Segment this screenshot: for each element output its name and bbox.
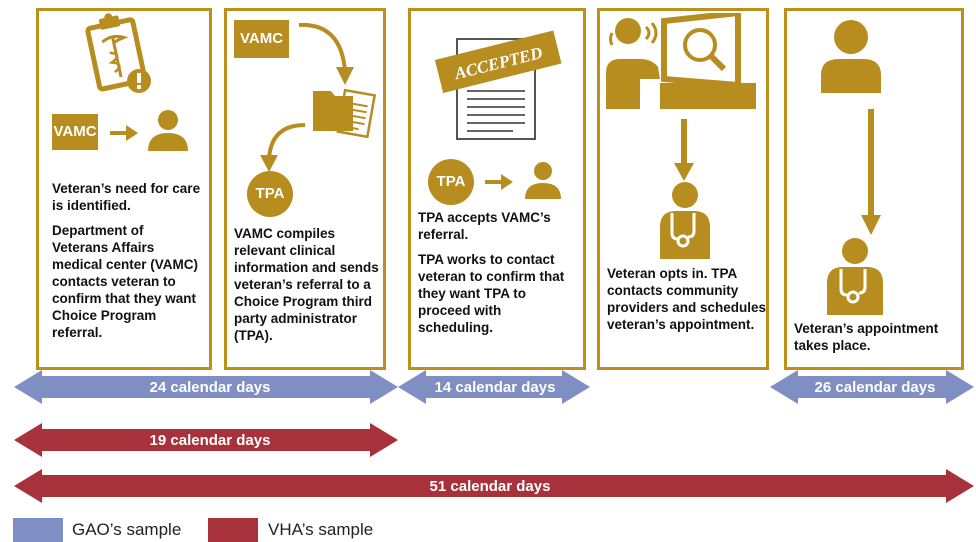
step-3-line-1: TPA accepts VAMC’s referral. [418, 210, 551, 242]
step-1-line-2: Department of Veterans Affairs medical c… [52, 223, 199, 340]
step-4-box: Veteran opts in. TPA contacts community … [597, 8, 769, 370]
gao-24-arrow [14, 370, 398, 404]
person-icon [525, 162, 561, 199]
step-5-box: Veteran’s appointment takes place. [784, 8, 964, 370]
gao-14-arrow [398, 370, 590, 404]
step-5-line-1: Veteran’s appointment takes place. [794, 321, 939, 353]
arrow-down-icon [674, 119, 694, 181]
computer-user-icon [606, 13, 756, 109]
legend-vha-label: VHA’s sample [268, 520, 374, 539]
legend-gao-label: GAO’s sample [72, 520, 182, 539]
step-2-box: VAMC TPA VAMC compiles relevant clinical… [224, 8, 386, 370]
gao-24-label: 24 calendar days [149, 379, 271, 396]
doctor-icon [827, 238, 883, 315]
vamc-label: VAMC [234, 20, 289, 58]
vha-51-arrow [14, 469, 974, 503]
curved-arrow-down-left-icon [260, 123, 306, 172]
tpa-badge: TPA [428, 159, 474, 205]
accepted-document-icon: ACCEPTED [434, 30, 562, 140]
vha-19-arrow [14, 423, 398, 457]
tpa-badge: TPA [247, 171, 293, 217]
step-1-line-1: Veteran’s need for care is identified. [52, 181, 201, 213]
vha-19-label: 19 calendar days [149, 432, 271, 449]
arrow-right-icon [485, 174, 513, 190]
curved-arrow-down-icon [298, 22, 354, 85]
doctor-icon [660, 182, 710, 259]
step-4-line-1: Veteran opts in. TPA contacts community … [607, 266, 767, 332]
medical-file-icon [313, 88, 377, 139]
step-4-text: Veteran opts in. TPA contacts community … [607, 265, 767, 341]
person-icon [821, 20, 881, 93]
step-2-line-1: VAMC compiles relevant clinical informat… [234, 226, 379, 343]
legend-gao-swatch [13, 518, 63, 542]
step-1-text: Veteran’s need for care is identified. D… [52, 180, 202, 349]
step-3-text: TPA accepts VAMC’s referral. TPA works t… [418, 209, 578, 344]
gao-26-label: 26 calendar days [814, 379, 936, 396]
gao-14-label: 14 calendar days [434, 379, 556, 396]
person-icon [148, 110, 188, 151]
vha-51-label: 51 calendar days [429, 478, 551, 495]
arrow-down-icon [861, 109, 881, 235]
step-3-line-2: TPA works to contact veteran to confirm … [418, 252, 565, 335]
legend-vha-swatch [208, 518, 258, 542]
arrow-right-icon [110, 125, 138, 141]
step-5-text: Veteran’s appointment takes place. [794, 320, 954, 362]
clipboard-medical-icon [85, 13, 151, 93]
step-3-box: ACCEPTED TPA TPA accepts VAMC’s referral… [408, 8, 586, 370]
gao-26-arrow [770, 370, 974, 404]
step-2-text: VAMC compiles relevant clinical informat… [234, 225, 384, 352]
vamc-label: VAMC [52, 114, 98, 150]
duration-arrows [14, 370, 974, 503]
step-1-box: VAMC Veteran’s need for care is identifi… [36, 8, 212, 370]
